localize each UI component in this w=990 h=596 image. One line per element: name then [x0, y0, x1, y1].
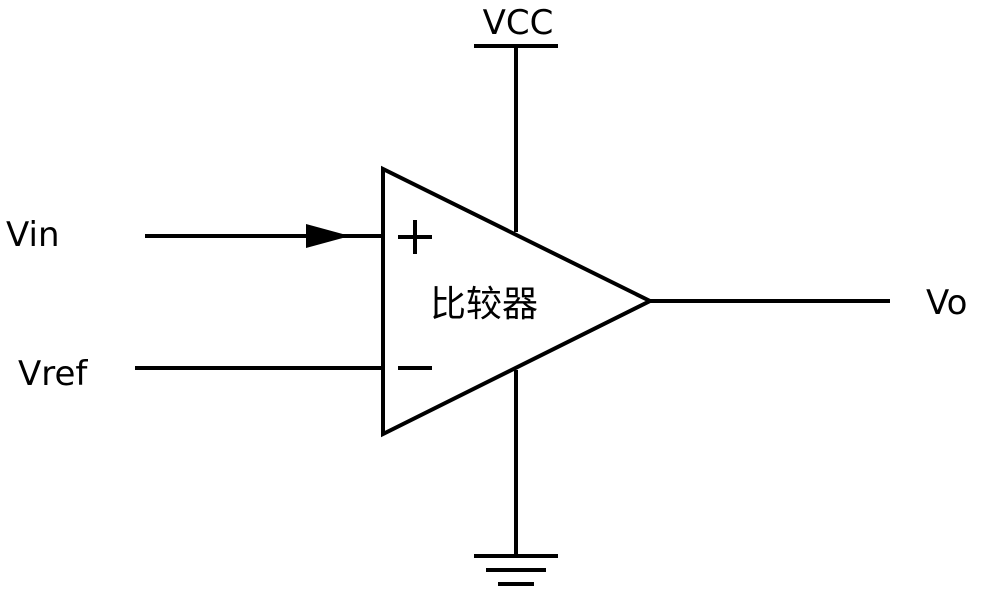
vo-label: Vo [926, 283, 967, 323]
comparator-triangle [381, 165, 655, 438]
vin-arrow-icon [306, 224, 350, 248]
plus-sign-icon [398, 220, 432, 254]
ground-icon [474, 554, 558, 586]
vref-label: Vref [18, 354, 88, 394]
vin-label: Vin [6, 215, 60, 255]
comparator-label: 比较器 [430, 284, 538, 325]
vcc-label: VCC [483, 3, 554, 43]
